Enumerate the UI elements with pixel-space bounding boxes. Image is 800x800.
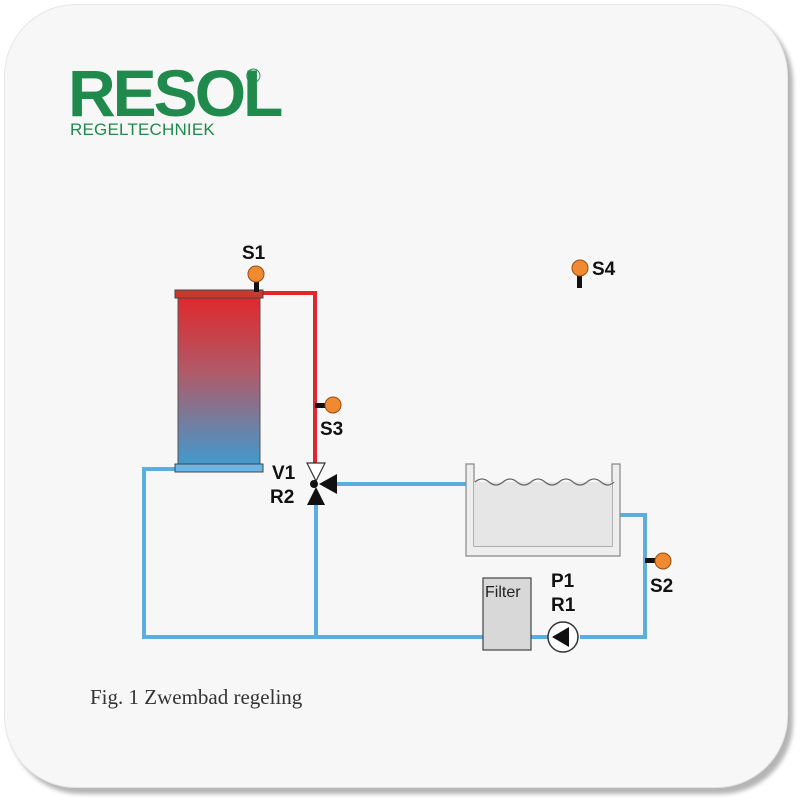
pool-water — [474, 482, 612, 546]
card-background — [4, 4, 788, 788]
tank-bottom-cap — [174, 463, 264, 473]
valve-name-label: V1 — [272, 463, 296, 484]
pump-name-label: P1 — [551, 571, 575, 592]
sensor-s2-icon — [645, 552, 672, 570]
filter-label: Filter — [485, 584, 521, 601]
sensor-s3-label: S3 — [320, 419, 343, 440]
pump-icon — [547, 621, 579, 653]
resol-logo-text: RESOL — [68, 56, 283, 130]
sensor-s1-label: S1 — [242, 243, 266, 264]
sensor-s4-label: S4 — [592, 259, 616, 280]
swimming-pool — [465, 463, 621, 557]
three-way-valve-icon — [306, 462, 337, 505]
sensor-s3-icon — [315, 396, 342, 414]
registered-mark: ® — [246, 66, 261, 88]
filter-unit: Filter — [482, 577, 532, 651]
tank-return-pipe — [142, 467, 316, 639]
filter-box — [482, 577, 532, 651]
sensor-s1-icon — [247, 265, 265, 292]
valve-relay-label: R2 — [270, 487, 294, 508]
pump-relay-label: R1 — [551, 595, 576, 616]
storage-tank — [174, 289, 264, 473]
sensor-s2-label: S2 — [650, 576, 673, 597]
pool-water-surface — [474, 478, 615, 486]
pool-outlet-pipe — [580, 513, 647, 639]
tank-body — [177, 295, 261, 467]
resol-logo-subtitle: REGELTECHNIEK — [70, 120, 215, 139]
sensor-s4-icon — [571, 259, 589, 288]
cold-pipe-network — [142, 467, 647, 639]
figure-caption: Fig. 1 Zwembad regeling — [90, 685, 303, 709]
tank-top-cap — [174, 289, 264, 299]
hot-flow-pipe — [262, 291, 317, 470]
